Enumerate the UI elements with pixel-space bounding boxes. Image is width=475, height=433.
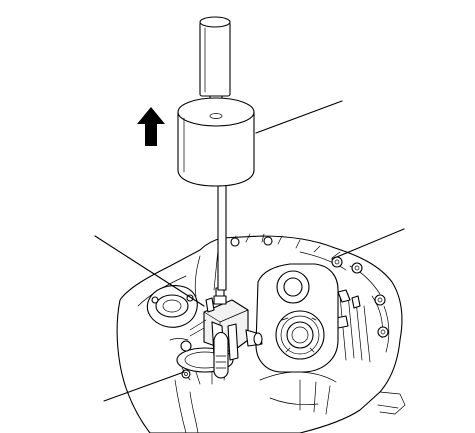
puller-attachment	[189, 287, 263, 379]
callout-leader-slide-hammer	[255, 100, 343, 134]
left-flange	[146, 285, 198, 328]
callout-leader-bearing	[103, 371, 185, 402]
callout-leader-puller	[94, 235, 205, 307]
callout-leaders	[94, 100, 405, 402]
bearing-plate	[255, 263, 339, 373]
arrow-up-icon	[137, 107, 165, 146]
slide-hammer	[177, 16, 255, 291]
callout-leader-housing	[331, 228, 405, 260]
